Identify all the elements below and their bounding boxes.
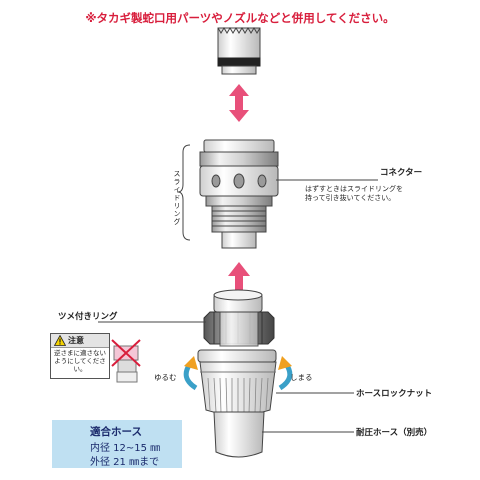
hose-spec-title: 適合ホース <box>90 426 142 438</box>
warning-body: 逆さまに適さないようにしてください。 <box>54 349 106 373</box>
slide-ring-label: スライドリング <box>173 170 181 226</box>
connect-arrow-middle <box>228 262 250 290</box>
warning-header: 注意 <box>51 334 109 348</box>
loosen-label: ゆるむ <box>154 373 177 382</box>
top-note: ※タカギ製蛇口用パーツやノズルなどと併用してください。 <box>85 11 395 25</box>
claw-ring-label: ツメ付きリング <box>58 312 118 322</box>
hose-spec-outer: 外径 21 ㎜まで <box>90 457 160 468</box>
connect-arrow-top <box>229 84 249 122</box>
connector-part <box>199 139 279 249</box>
hose-spec-inner: 内径 12~15 ㎜ <box>90 443 161 454</box>
hose-nipple <box>213 289 263 313</box>
hose-spec-box: 適合ホース 内径 12~15 ㎜ 外径 21 ㎜まで <box>52 420 182 468</box>
pressure-hose-label: 耐圧ホース（別売） <box>356 428 433 438</box>
connector-label: コネクター <box>380 168 423 178</box>
rotate-loosen-icon <box>183 356 198 391</box>
tighten-label: しまる <box>290 373 313 382</box>
pressure-hose-part <box>213 411 265 458</box>
hose-lock-nut-part <box>197 349 277 416</box>
warning-box: 注意 逆さまに適さないようにしてください。 <box>50 333 110 379</box>
faucet-fitting <box>217 27 261 75</box>
connector-note-line1: はずすときはスライドリングを <box>305 185 403 193</box>
hose-lock-nut-label: ホースロックナット <box>356 389 433 399</box>
claw-ring <box>203 311 275 347</box>
warning-title: 注意 <box>68 336 84 345</box>
connector-note-line2: 持って引き抜いてください。 <box>305 194 396 202</box>
warning-icon <box>54 335 66 346</box>
rotate-tighten-icon <box>278 356 293 391</box>
warning-illustration <box>111 339 141 383</box>
